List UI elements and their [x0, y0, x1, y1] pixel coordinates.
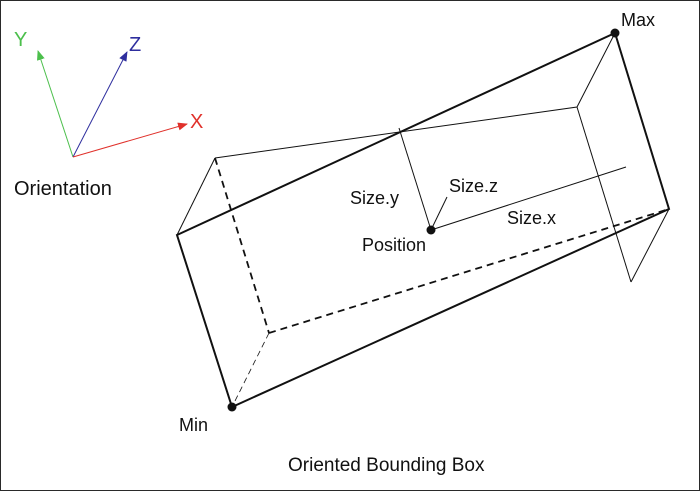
- box-back-edge-right: [576, 106, 632, 283]
- position-label: Position: [362, 235, 426, 255]
- size-y-label: Size.y: [350, 188, 399, 208]
- orientation-axes: Y Z X Orientation: [14, 29, 203, 200]
- box-back-edge-left: [176, 157, 216, 236]
- box-hidden-edge-top: [214, 157, 270, 334]
- size-x-label: Size.x: [507, 208, 556, 228]
- size-z-label: Size.z: [449, 176, 498, 196]
- box-back-edge-bottom: [630, 208, 670, 283]
- z-axis-label: Z: [129, 34, 141, 56]
- x-axis-label: X: [190, 111, 203, 133]
- orientation-label: Orientation: [14, 178, 112, 200]
- min-point: [227, 402, 237, 412]
- max-point: [610, 28, 620, 38]
- diagram-caption: Oriented Bounding Box: [288, 455, 485, 476]
- size-x-line: [430, 166, 627, 231]
- z-axis-line: [72, 51, 128, 158]
- y-axis-label: Y: [14, 29, 27, 51]
- box-hidden-edge-bottom: [268, 208, 670, 334]
- box-back-face: [214, 32, 616, 159]
- box-front-face: [175, 31, 671, 409]
- box-hidden-edge-corner: [231, 332, 270, 408]
- max-label: Max: [621, 10, 655, 30]
- bounding-box: [175, 31, 671, 409]
- size-lines: [398, 127, 627, 231]
- size-y-line: [398, 127, 432, 231]
- min-label: Min: [179, 415, 208, 435]
- y-axis-line: [37, 50, 74, 158]
- x-axis-line: [72, 122, 188, 158]
- position-point: [426, 225, 436, 235]
- size-z-line: [430, 196, 448, 231]
